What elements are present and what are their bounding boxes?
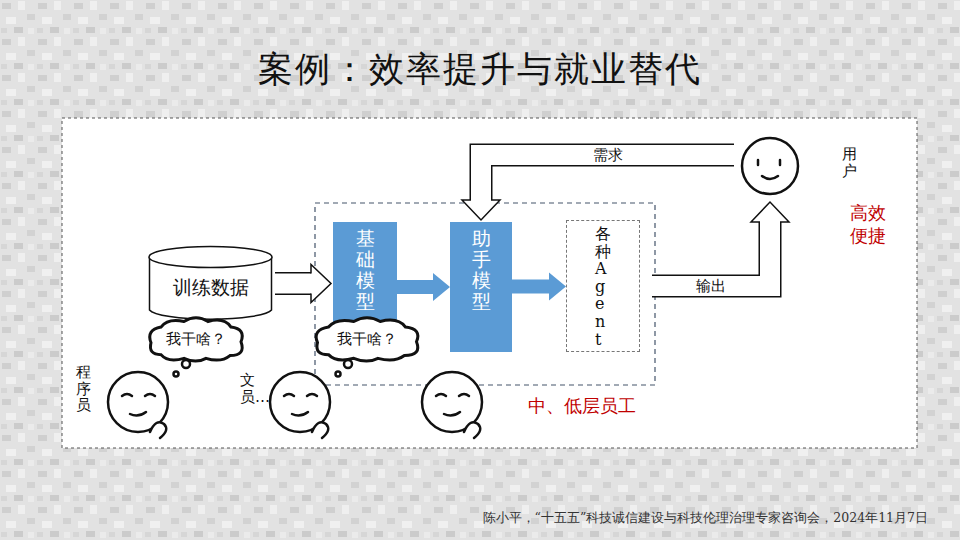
drawing-part bbox=[436, 394, 469, 396]
drawing-part bbox=[336, 372, 341, 377]
user-figure: 用户 bbox=[738, 136, 860, 200]
cloud-outline bbox=[316, 318, 418, 361]
staff-note: 中、低层员工 bbox=[528, 394, 636, 418]
drawing-part bbox=[464, 422, 480, 438]
node-text: 基础模型 bbox=[356, 228, 375, 312]
bubble-text: 我干啥？ bbox=[166, 330, 226, 349]
bubble-text: 我干啥？ bbox=[337, 330, 397, 349]
drawing-part bbox=[312, 422, 328, 438]
role-label: 文员… bbox=[240, 372, 255, 405]
edge-label: 输出 bbox=[693, 277, 729, 295]
staff-figure bbox=[422, 372, 482, 438]
outer-frame bbox=[62, 118, 917, 448]
model-group-frame bbox=[315, 203, 655, 385]
drawing-part bbox=[130, 412, 146, 416]
user-face bbox=[738, 136, 802, 198]
arrow-head bbox=[751, 202, 789, 222]
cloud-outline bbox=[150, 318, 243, 361]
benefit-note: 高效 便捷 bbox=[850, 202, 891, 247]
thought-bubble: 我干啥？ bbox=[312, 316, 422, 362]
connector bbox=[397, 273, 450, 301]
connector bbox=[512, 273, 566, 301]
drawing-part bbox=[284, 394, 317, 396]
drawing-part bbox=[150, 422, 166, 438]
flow-arrow bbox=[512, 273, 566, 301]
clerk-figure bbox=[270, 360, 352, 438]
node-text: 各种Agent bbox=[595, 225, 611, 348]
node-text: 用户 bbox=[842, 146, 857, 179]
node-text: 训练数据 bbox=[148, 275, 273, 301]
drawing-part bbox=[292, 412, 308, 416]
face-head bbox=[742, 138, 798, 194]
drawing-part bbox=[174, 372, 179, 377]
drawing-part bbox=[444, 412, 460, 416]
agent-box: 各种Agent bbox=[566, 220, 640, 352]
arrow-head bbox=[462, 200, 500, 220]
flow-arrow bbox=[397, 273, 450, 301]
source-caption: 陈小平，“十五五”科技诚信建设与科技伦理治理专家咨询会，2024年11月7日 bbox=[483, 510, 928, 527]
thought-bubble: 我干啥？ bbox=[146, 316, 246, 362]
programmer-figure bbox=[108, 360, 190, 438]
cylinder-top bbox=[149, 247, 272, 268]
arrow-shaft-outline bbox=[275, 272, 311, 295]
person-figures bbox=[108, 360, 482, 438]
node-text: 助手模型 bbox=[472, 228, 491, 312]
slide-title: 案例：效率提升与就业替代 bbox=[0, 46, 960, 93]
arrow-head bbox=[311, 265, 331, 303]
data-cylinder: 训练数据 bbox=[148, 245, 273, 322]
model-box: 助手模型 bbox=[450, 222, 512, 352]
connector bbox=[275, 265, 331, 303]
face-features bbox=[758, 160, 780, 179]
drawing-part bbox=[122, 394, 155, 396]
connector bbox=[462, 155, 734, 220]
connector bbox=[652, 202, 789, 286]
role-label: 程序员 bbox=[76, 364, 91, 414]
arrow-shaft-fill bbox=[275, 274, 311, 294]
edge-label: 需求 bbox=[590, 146, 626, 164]
